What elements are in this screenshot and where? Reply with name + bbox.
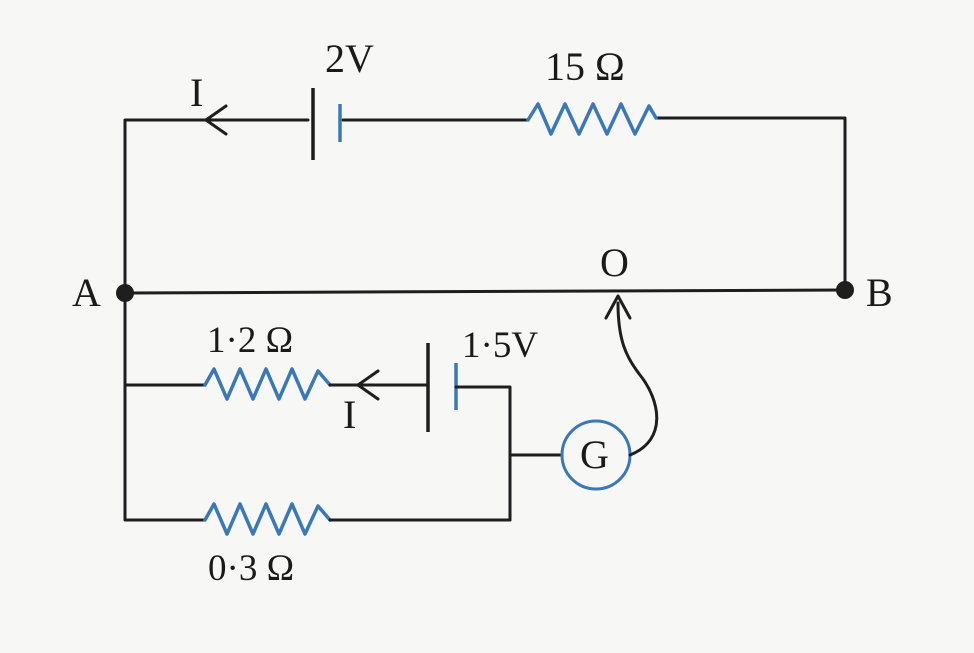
label-battery-main: 2V bbox=[325, 36, 374, 81]
label-galvanometer: G bbox=[580, 432, 609, 477]
jockey-arrow-head bbox=[604, 294, 632, 320]
node-b-dot bbox=[836, 281, 854, 299]
label-resistor-upper: 1·2 Ω bbox=[207, 320, 293, 361]
jockey-lead bbox=[616, 301, 659, 457]
battery-main bbox=[311, 88, 342, 160]
current-arrow-top bbox=[204, 104, 228, 136]
label-current-top: I bbox=[190, 70, 203, 115]
label-current-lower: I bbox=[343, 392, 356, 437]
label-resistor-main: 15 Ω bbox=[545, 44, 625, 89]
current-arrow-lower bbox=[356, 369, 380, 401]
resistor-upper bbox=[203, 367, 332, 401]
potentiometer-wire bbox=[123, 288, 847, 295]
top-wire-left bbox=[123, 118, 310, 295]
label-jockey-point: O bbox=[600, 240, 629, 285]
label-node-b: B bbox=[866, 270, 893, 315]
label-resistor-lower: 0·3 Ω bbox=[208, 548, 294, 589]
resistor-main bbox=[526, 102, 658, 136]
upper-branch-right-wire bbox=[454, 385, 512, 522]
battery-second bbox=[426, 343, 458, 432]
label-node-a: A bbox=[72, 270, 101, 315]
resistor-lower bbox=[203, 502, 332, 536]
left-lower-wire bbox=[123, 291, 207, 522]
label-battery-second: 1·5V bbox=[462, 325, 538, 366]
top-wire-right bbox=[654, 116, 847, 292]
